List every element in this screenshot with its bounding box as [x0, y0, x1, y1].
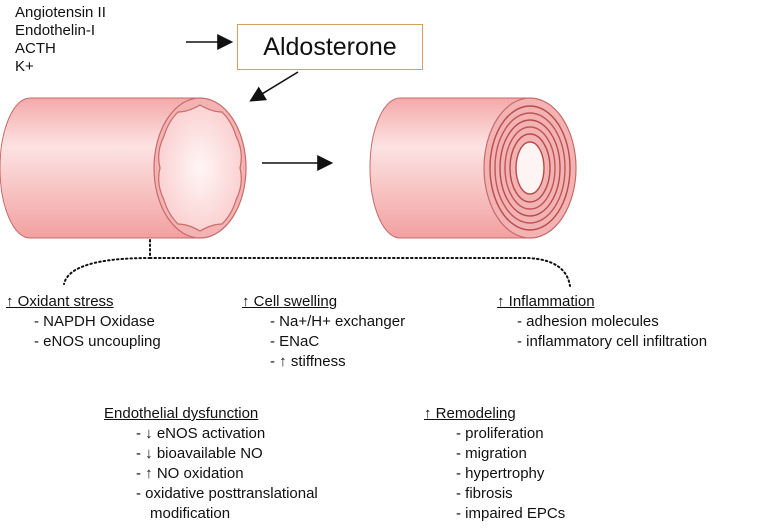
effects-bracket — [63, 239, 571, 287]
list-item: - oxidative posttranslational — [136, 485, 318, 502]
aldosterone-to-vessel-arrow — [249, 71, 299, 102]
list-item: - hypertrophy — [456, 465, 545, 482]
stimulus-item: Endothelin-I — [15, 22, 96, 39]
oxidant-stress-title: ↑ Oxidant stress — [6, 293, 114, 310]
endothelial-dysfunction-block: Endothelial dysfunction - ↓ eNOS activat… — [104, 404, 318, 524]
remodeling-title: ↑ Remodeling — [424, 405, 516, 422]
remodeling-block: ↑ Remodeling - proliferation - migration… — [424, 404, 565, 524]
list-item: - ↓ bioavailable NO — [136, 445, 263, 462]
inflammation-block: ↑ Inflammation - adhesion molecules - in… — [497, 292, 707, 352]
list-item: - inflammatory cell infiltration — [517, 333, 708, 350]
list-item: - ENaC — [270, 333, 320, 350]
inflammation-title: ↑ Inflammation — [497, 293, 595, 310]
list-item: modification — [150, 505, 231, 522]
list-item: - migration — [456, 445, 527, 462]
oxidant-stress-block: ↑ Oxidant stress - NAPDH Oxidase - eNOS … — [6, 292, 161, 352]
remodeled-vessel — [369, 97, 577, 239]
stimulus-item: Angiotensin II — [15, 4, 106, 21]
stimulus-item: ACTH — [15, 40, 56, 57]
list-item: - proliferation — [456, 425, 544, 442]
endothelial-dysfunction-title: Endothelial dysfunction — [104, 405, 259, 422]
aldosterone-label: Aldosterone — [263, 32, 397, 61]
list-item: - impaired EPCs — [456, 505, 566, 522]
list-item: - ↓ eNOS activation — [136, 425, 266, 442]
list-item: - adhesion molecules — [517, 313, 659, 330]
cell-swelling-title: ↑ Cell swelling — [242, 293, 338, 310]
stimuli-list: Angiotensin II Endothelin-I ACTH K+ — [15, 4, 106, 76]
stimulus-item: K+ — [15, 58, 34, 75]
list-item: - ↑ stiffness — [270, 353, 346, 370]
list-item: - eNOS uncoupling — [34, 333, 161, 350]
cell-swelling-block: ↑ Cell swelling - Na+/H+ exchanger - ENa… — [242, 292, 405, 372]
list-item: - NAPDH Oxidase — [34, 313, 155, 330]
list-item: - ↑ NO oxidation — [136, 465, 244, 482]
normal-vessel — [0, 97, 247, 239]
aldosterone-box: Aldosterone — [237, 24, 423, 70]
list-item: - fibrosis — [456, 485, 513, 502]
list-item: - Na+/H+ exchanger — [270, 313, 406, 330]
